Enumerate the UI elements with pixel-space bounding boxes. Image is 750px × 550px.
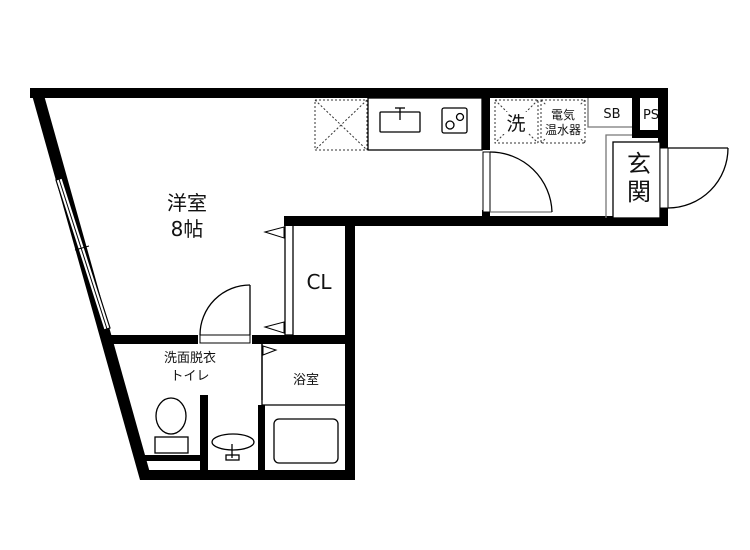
kitchen-door <box>482 151 553 213</box>
entrance-label-1: 玄 <box>627 150 651 178</box>
washer-space: 洗 <box>494 99 539 144</box>
toilet-tank <box>154 436 189 454</box>
toilet-bowl <box>155 397 187 435</box>
outer-walls <box>30 88 668 480</box>
interior-walls <box>108 95 662 475</box>
entrance-label-2: 関 <box>627 178 651 206</box>
shoe-box: SB <box>587 98 632 128</box>
closet: CL <box>263 226 332 334</box>
washroom-label-1: 洗面脱衣 <box>164 350 216 366</box>
water-heater-label-1: 電気 <box>551 107 575 122</box>
western-room-size: 8帖 <box>171 217 204 241</box>
pipe-space: PS <box>643 108 659 123</box>
water-heater-label-2: 温水器 <box>545 123 581 137</box>
washroom-toilet: 洗面脱衣 トイレ <box>154 350 255 461</box>
washroom-door <box>199 284 251 344</box>
western-room: 洋室 8帖 <box>167 191 207 241</box>
water-heater: 電気 温水器 <box>540 99 586 144</box>
washroom-label-2: トイレ <box>170 369 209 384</box>
closet-label: CL <box>306 270 332 294</box>
pipe-space-label: PS <box>643 108 659 123</box>
washer-label: 洗 <box>506 113 525 135</box>
entrance-door <box>659 147 729 209</box>
entrance: 玄 関 <box>605 134 661 219</box>
wash-basin <box>211 433 255 451</box>
window <box>55 177 111 331</box>
bathtub <box>273 418 339 464</box>
shoe-box-label: SB <box>603 107 620 122</box>
bathroom: 浴室 <box>273 372 339 464</box>
western-room-name: 洋室 <box>167 191 207 215</box>
bathroom-label: 浴室 <box>293 372 319 388</box>
kitchen-counter <box>314 97 483 151</box>
